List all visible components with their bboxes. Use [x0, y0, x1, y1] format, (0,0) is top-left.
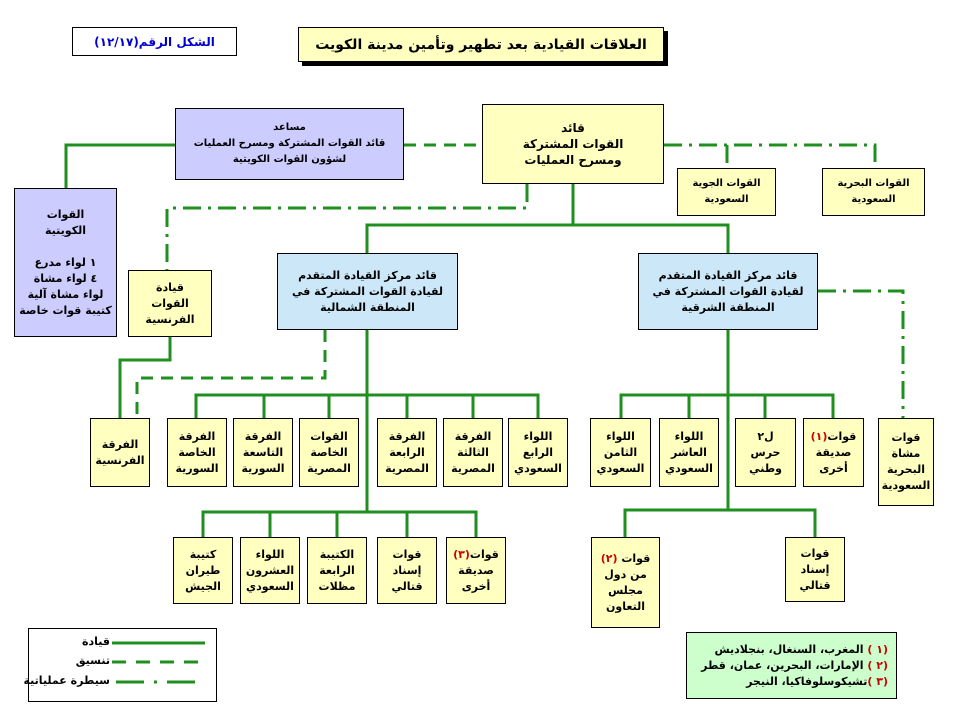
- legend-box: [28, 628, 217, 702]
- line-north-sub-bus: [201, 510, 478, 537]
- box-head: قوات: [827, 429, 857, 443]
- footnote-2: (٢ ) الإمارات، البحرين، عمان، قطر: [701, 658, 888, 674]
- footnote-marker: (٣ ): [867, 674, 888, 688]
- box-body: صديقة أخرى: [458, 563, 494, 593]
- box-north-unit: الفرقة الرابعة المصرية: [377, 418, 437, 487]
- box-north-sub-unit: الكتيبة الرابعة مظلات: [307, 537, 367, 604]
- box-french-division: الفرقة الفرنسية: [90, 418, 150, 487]
- box-body: صديقة أخرى: [815, 445, 852, 475]
- box-north-unit: الفرقة التاسعة السورية: [233, 418, 293, 487]
- box-east-forward-hq: قائد مركز القيادة المتقدم لقيادة القوات …: [638, 253, 818, 330]
- line-north-french-div: [135, 330, 327, 418]
- line-commander-french-cmd: [165, 184, 529, 270]
- box-east-combat-support: قوات إسناد قتالي: [785, 537, 845, 602]
- box-east-unit: اللواء العاشر السعودي: [659, 418, 719, 487]
- footnote-text: الإمارات، البحرين، عمان، قطر: [701, 658, 868, 672]
- box-east-unit: اللواء الثامن السعودي: [590, 418, 651, 487]
- footnote-text: المغرب، السنغال، بنجلاديش: [714, 642, 868, 656]
- box-north-unit: اللواء الرابع السعودي: [508, 418, 568, 487]
- box-head: قوات: [617, 551, 651, 565]
- box-east-unit: ل٢ حرس وطني: [735, 418, 796, 487]
- box-north-unit: الفرقة الخاصة السورية: [167, 418, 227, 487]
- box-body: من دول مجلس التعاون: [604, 567, 647, 613]
- box-north-forward-hq: قائد مركز القيادة المتقدم لقيادة القوات …: [277, 253, 458, 330]
- line-commander-hqs: [365, 223, 730, 253]
- footnote-marker: (٢ ): [867, 658, 888, 672]
- box-north-sub-unit: اللواء العشرون السعودي: [240, 537, 300, 604]
- box-french-command: قيادة القوات الفرنسية: [128, 270, 212, 337]
- box-head: قوات: [469, 547, 499, 561]
- footnote-1: (١ ) المغرب، السنغال، بنجلاديش: [714, 642, 888, 658]
- line-north-bus: [194, 393, 540, 418]
- footnote-marker: (٢): [600, 551, 618, 565]
- footnote-marker: (١ ): [867, 642, 888, 656]
- footnote-text: تشيكوسلوفاكيا، النيجر: [746, 674, 868, 688]
- box-north-unit: القوات الخاصة المصرية: [299, 418, 359, 487]
- line-french-cmd-div: [118, 337, 172, 418]
- box-saudi-air-force: القوات الجوية السعودية: [677, 168, 776, 216]
- legend-label-coordination: تنسيق: [75, 654, 110, 667]
- box-east-friendly-forces: قوات(١) صديقة أخرى: [803, 418, 864, 487]
- legend-label-command: قيادة: [82, 635, 110, 648]
- box-north-sub-unit: كتيبة طيران الجيش: [173, 537, 233, 604]
- line-east-bus: [619, 393, 835, 418]
- footnote-marker: (٣): [453, 547, 470, 561]
- box-gcc-forces: قوات (٢) من دول مجلس التعاون: [591, 537, 660, 628]
- legend-label-operational-control: سيطرة عملياتية: [23, 674, 110, 687]
- box-kuwaiti-forces: القوات الكويتية ١ لواء مدرع ٤ لواء مشاة …: [14, 188, 117, 337]
- box-north-friendly-forces: قوات(٣) صديقة أخرى: [446, 537, 506, 604]
- box-north-sub-unit: قوات إسناد قتالي: [377, 537, 437, 604]
- line-east-sub-bus: [623, 508, 817, 537]
- box-saudi-marines: قوات مشاة البحرية السعودية: [878, 418, 934, 506]
- box-north-unit: الفرقة الثالثة المصرية: [443, 418, 503, 487]
- box-saudi-navy: القوات البحرية السعودية: [822, 168, 925, 216]
- box-joint-forces-commander: قائد القوات المشتركة ومسرح العمليات: [482, 104, 664, 184]
- footnote-3: (٣ )تشيكوسلوفاكيا، النيجر: [746, 674, 888, 690]
- figure-label: الشكل الرقم(١٢/١٧): [72, 27, 237, 56]
- line-east-navy-infantry: [818, 289, 905, 418]
- line-assistant-kuwaiti: [64, 143, 175, 188]
- footnote-marker: (١): [810, 429, 828, 443]
- box-assistant-commander: مساعد قائد القوات المشتركة ومسرح العمليا…: [175, 108, 404, 180]
- line-commander-saudi-forces: [664, 143, 877, 168]
- footnotes-box: (١ ) المغرب، السنغال، بنجلاديش (٢ ) الإم…: [686, 632, 897, 699]
- diagram-title: العلاقات القيادية بعد تطهير وتأمين مدينة…: [298, 27, 664, 62]
